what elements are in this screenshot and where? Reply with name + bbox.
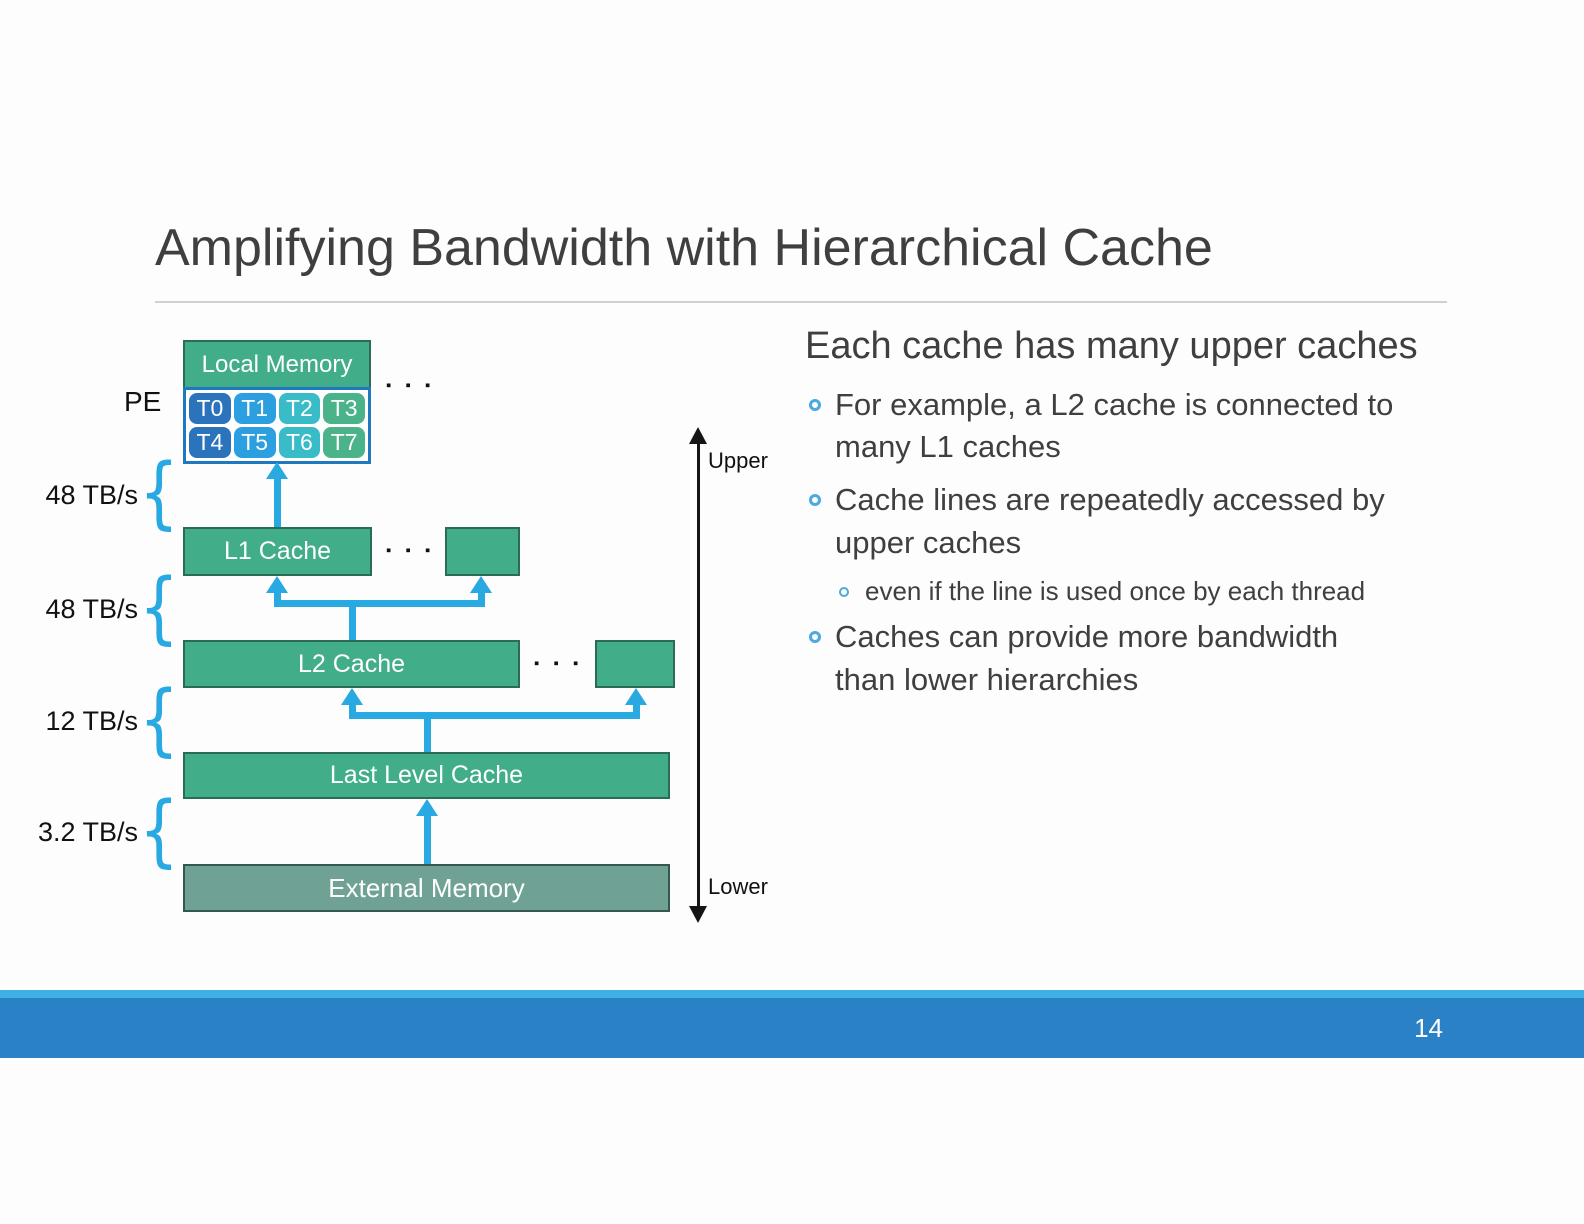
arrow-l2-to-l1-head-icon (266, 576, 288, 593)
l1-cache-box: L1 Cache (183, 527, 372, 576)
brace-icon: { (139, 675, 179, 765)
ellipsis-icon: ▪ ▪ ▪ (534, 655, 584, 672)
bullet-item: Caches can provide more bandwidth than l… (805, 616, 1505, 702)
connector-llc-l2-bar (349, 712, 640, 719)
connector-l2-l1-downstem (349, 604, 356, 642)
page-number: 14 (1414, 1013, 1443, 1043)
content-block: Each cache has many upper caches For exa… (805, 324, 1505, 712)
arrow-llc-to-l2-head-icon (341, 688, 363, 705)
ellipsis-icon: ▪ ▪ ▪ (386, 377, 436, 394)
arrow-l2-to-l1b-stem (478, 591, 485, 603)
l2-cache-box: L2 Cache (183, 640, 520, 688)
arrow-l2-to-l1-stem (274, 591, 281, 603)
bandwidth-label: 12 TB/s (45, 706, 138, 736)
thread-cell: T0 (189, 393, 231, 424)
thread-cell: T1 (233, 393, 276, 424)
thread-grid: T0 T1 T2 T3 T4 T5 T6 T7 (183, 387, 371, 464)
bullet-icon (809, 494, 821, 507)
thread-cell: T2 (278, 393, 321, 424)
brace-icon: { (139, 563, 179, 653)
brace-icon: { (139, 786, 179, 876)
footer-bar (0, 998, 1584, 1058)
content-heading: Each cache has many upper caches (805, 325, 1418, 367)
bullet-icon (839, 586, 849, 597)
pe-label: PE (124, 386, 162, 417)
bullet-text: Caches can provide more bandwidth than l… (835, 619, 1339, 698)
external-memory-box: External Memory (183, 864, 670, 912)
bullet-text: For example, a L2 cache is connected to … (835, 386, 1394, 465)
arrow-llc-to-l2b-stem (633, 703, 640, 715)
title-divider (155, 301, 1447, 303)
hierarchy-axis (697, 440, 700, 910)
arrow-l1-to-pe-stem (274, 477, 281, 528)
arrow-ext-to-llc-head-icon (416, 799, 438, 816)
axis-down-arrow-icon (689, 906, 707, 923)
last-level-cache-box: Last Level Cache (183, 752, 670, 799)
thread-cell: T3 (323, 393, 365, 424)
arrow-llc-to-l2-stem (349, 703, 356, 715)
bullet-item: For example, a L2 cache is connected to … (805, 384, 1505, 470)
bandwidth-label: 48 TB/s (45, 480, 138, 510)
bullet-icon (809, 398, 821, 411)
footer-accent-strip (0, 990, 1584, 998)
sub-bullet-item: even if the line is used once by each th… (835, 575, 1505, 609)
brace-icon: { (139, 448, 179, 538)
l1-cache-sibling-box (445, 527, 520, 576)
arrow-ext-to-llc-stem (424, 814, 431, 866)
connector-llc-l2-downstem (424, 716, 431, 754)
bullet-text: Cache lines are repeatedly accessed by u… (835, 482, 1385, 560)
thread-cell: T5 (233, 427, 276, 458)
thread-cell: T6 (278, 427, 321, 458)
bullet-item: Cache lines are repeatedly accessed by u… (805, 479, 1505, 565)
arrow-llc-to-l2b-head-icon (625, 688, 647, 705)
bullet-icon (809, 631, 821, 644)
local-memory-box: Local Memory (183, 340, 371, 389)
ellipsis-icon: ▪ ▪ ▪ (386, 542, 436, 559)
axis-up-arrow-icon (689, 427, 707, 444)
axis-lower-label: Lower (708, 874, 768, 899)
connector-l2-l1-bar (274, 600, 485, 607)
arrow-l1-to-pe-head-icon (266, 462, 288, 479)
arrow-l2-to-l1b-head-icon (470, 576, 492, 593)
l2-cache-sibling-box (595, 640, 675, 688)
thread-cell: T4 (189, 427, 231, 458)
sub-bullet-text: even if the line is used once by each th… (865, 575, 1366, 606)
bandwidth-label: 3.2 TB/s (37, 817, 138, 847)
bandwidth-label: 48 TB/s (45, 594, 138, 624)
slide-title: Amplifying Bandwidth with Hierarchical C… (155, 219, 1213, 277)
axis-upper-label: Upper (708, 448, 768, 473)
thread-cell: T7 (323, 427, 365, 458)
